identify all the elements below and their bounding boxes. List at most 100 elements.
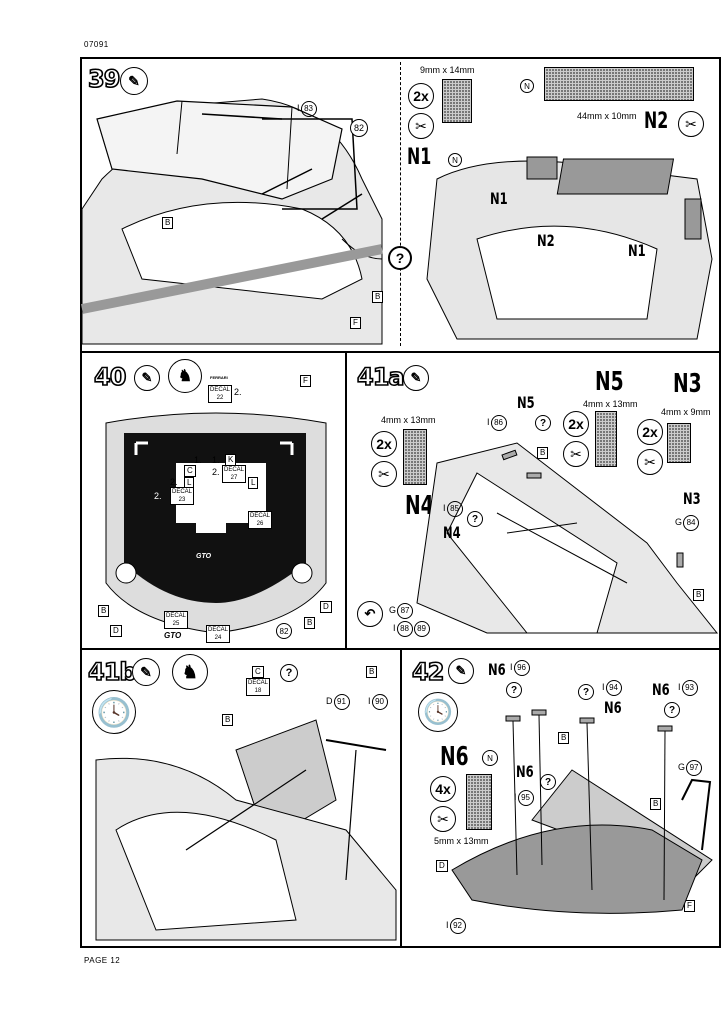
arrow-tag-c: C xyxy=(252,666,264,678)
arrow-tag-f: F xyxy=(300,375,311,387)
arrow-tag-b: B xyxy=(162,217,174,229)
n6-size: 5mm x 13mm xyxy=(434,836,489,846)
n-circle: N xyxy=(520,79,534,93)
n5-decal-swatch xyxy=(595,411,617,467)
step-number: 40 xyxy=(93,362,127,392)
arrow-tag-d: D xyxy=(110,625,122,637)
scissors-icon: ✂ xyxy=(637,449,663,475)
scissors-icon: ✂ xyxy=(430,806,456,832)
n6-title: N6 xyxy=(440,742,469,772)
scissors-icon: ✂ xyxy=(371,461,397,487)
callout-n6: N6 xyxy=(604,698,622,717)
glue-tube-icon: ✎ xyxy=(448,658,474,684)
arrow-tag-b: B xyxy=(222,714,234,726)
scissors-icon: ✂ xyxy=(408,113,434,139)
n6-decal-swatch xyxy=(466,774,492,830)
rear-spoiler-illustration xyxy=(81,98,383,345)
multiplier-icon: 2x xyxy=(563,411,589,437)
part-82-label: 82 xyxy=(350,119,368,137)
arrow-tag-d: D xyxy=(320,601,332,613)
n3-size: 4mm x 9mm xyxy=(661,407,711,417)
decal-water-icon: ♞ xyxy=(172,654,208,690)
step-41a-panel: 41a ✎ N5 N3 4mm x 13mm 4mm x 9mm 4mm x 1… xyxy=(347,353,720,648)
callout-n1: N1 xyxy=(628,241,646,260)
callout-n6: N6 xyxy=(652,680,670,699)
multiplier-icon: 2x xyxy=(371,431,397,457)
step-number: 39 xyxy=(87,64,121,94)
scissors-icon: ✂ xyxy=(678,111,704,137)
multiplier-icon: 2x xyxy=(408,83,434,109)
step-number: 42 xyxy=(411,657,445,687)
glue-tube-icon: ✎ xyxy=(132,658,160,686)
page-number: PAGE 12 xyxy=(84,956,121,965)
n5-size: 4mm x 13mm xyxy=(583,399,638,409)
callout-n6: N6 xyxy=(488,660,506,679)
n4-size: 4mm x 13mm xyxy=(381,415,436,425)
divider-row1 xyxy=(80,351,721,353)
divider-row2-col xyxy=(345,351,347,649)
question-icon: ? xyxy=(535,415,551,431)
arrow-tag-c: C xyxy=(184,465,196,477)
callout-n5: N5 xyxy=(517,393,535,412)
arrow-tag-b: B xyxy=(693,589,705,601)
glue-tube-icon: ✎ xyxy=(134,365,160,391)
n4-label: N4 xyxy=(405,491,434,521)
n3-decal-swatch xyxy=(667,423,691,463)
question-icon: ? xyxy=(664,702,680,718)
body-illustration xyxy=(416,442,719,634)
scissors-icon: ✂ xyxy=(563,441,589,467)
n-circle: N xyxy=(448,153,462,167)
arrow-tag-b: B xyxy=(304,617,316,629)
arrow-tag-f: F xyxy=(350,317,361,329)
arrow-tag-b: B xyxy=(372,291,384,303)
question-icon: ? xyxy=(280,664,298,682)
arrow-tag-b: B xyxy=(366,666,378,678)
arrow-tag-d: D xyxy=(436,860,448,872)
n5-title: N5 xyxy=(595,367,624,397)
n3-title: N3 xyxy=(673,369,702,399)
question-icon: ? xyxy=(578,684,594,700)
gto-text: GTO xyxy=(164,631,182,640)
step-label: 2. xyxy=(234,387,242,397)
hood-top-illustration xyxy=(105,412,327,634)
n-circle: N xyxy=(482,750,498,766)
divider-row3-col xyxy=(400,648,402,948)
n2-label: N2 xyxy=(644,109,669,134)
arrow-tag-l: L xyxy=(248,477,259,489)
multiplier-icon: 2x xyxy=(637,419,663,445)
step-label: 1. xyxy=(200,477,208,487)
step-label: 2. xyxy=(212,467,220,477)
clock-icon: 🕓 xyxy=(418,692,458,732)
question-icon: ? xyxy=(506,682,522,698)
arrow-tag-f: F xyxy=(684,900,695,912)
step-number: 41a xyxy=(356,362,405,392)
multiplier-icon: 4x xyxy=(430,776,456,802)
callout-n2: N2 xyxy=(537,231,555,250)
step-label: 2. xyxy=(154,491,162,501)
arrow-tag-b: B xyxy=(650,798,662,810)
step-label: 1. xyxy=(194,455,202,465)
callout-n4: N4 xyxy=(443,523,461,542)
step-label: 1. xyxy=(212,455,220,465)
part-82-label: 82 xyxy=(276,623,292,639)
callout-n1: N1 xyxy=(490,189,508,208)
arrow-tag-b: B xyxy=(558,732,570,744)
step-label: 2. xyxy=(170,477,178,487)
callout-n6: N6 xyxy=(516,762,534,781)
